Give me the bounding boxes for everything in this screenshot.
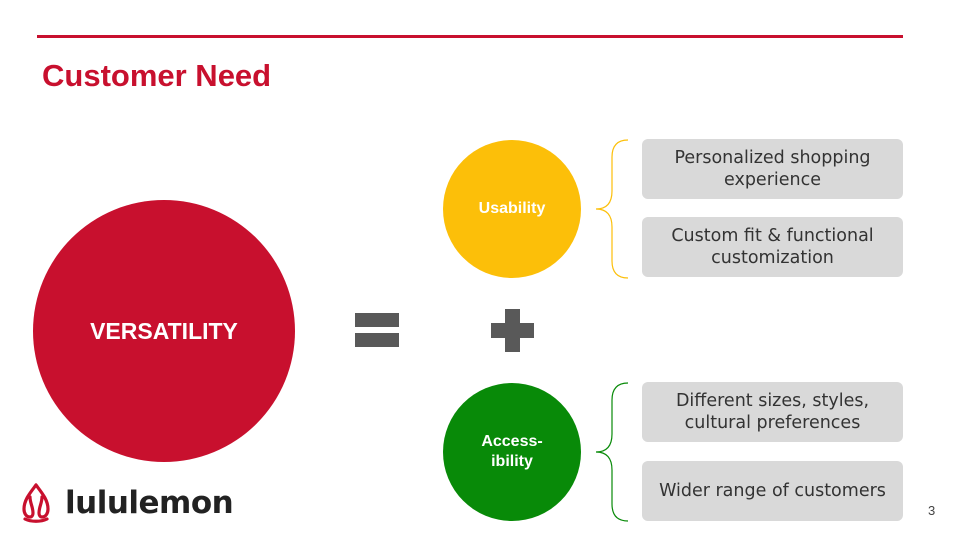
usability-label: Usability [478,200,546,217]
header-rule [37,35,903,38]
equals-bar-top [355,313,399,327]
accessibility-item-2: Wider range of customers [642,461,903,521]
slide-title: Customer Need [42,58,272,93]
lululemon-logo: lululemon [17,483,234,523]
accessibility-brace-icon [595,382,629,522]
usability-item-1: Personalized shopping experience [642,139,903,199]
accessibility-label-line1: Access- [481,433,543,450]
page-number: 3 [928,503,936,518]
usability-item-2: Custom fit & functional customization [642,217,903,277]
usability-brace-icon [595,139,629,279]
logo-wordmark: lululemon [65,485,234,521]
versatility-label: VERSATILITY [90,317,238,344]
accessibility-circle: Access- ibility [443,383,581,521]
accessibility-item-1: Different sizes, styles, cultural prefer… [642,382,903,442]
lululemon-logo-icon [22,483,50,523]
plus-bar-horizontal [491,323,534,338]
equals-bar-bottom [355,333,399,347]
versatility-circle: VERSATILITY [33,200,295,462]
usability-circle: Usability [443,140,581,278]
accessibility-label-line2: ibility [491,453,533,470]
